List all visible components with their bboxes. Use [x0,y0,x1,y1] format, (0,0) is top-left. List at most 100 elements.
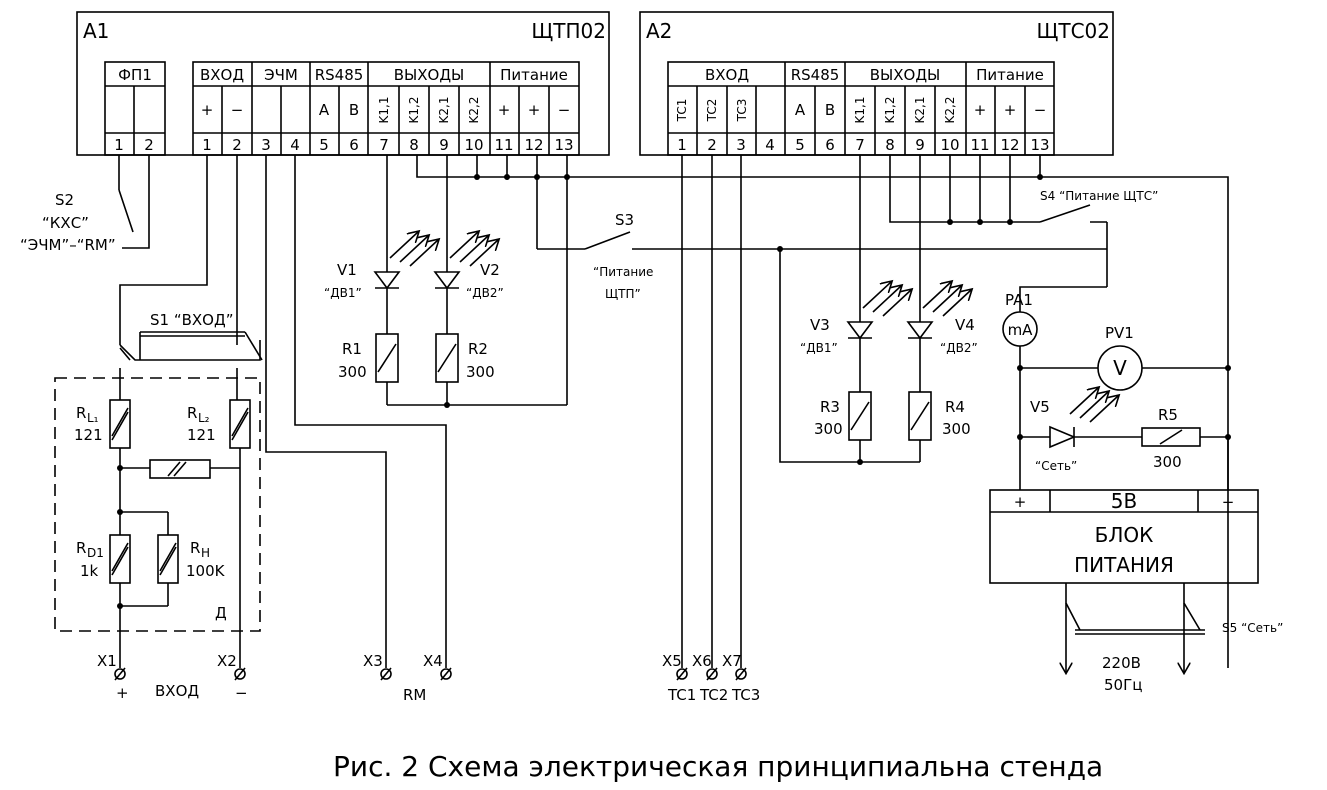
r4-value: 300 [942,420,971,438]
resistor-rl1 [109,399,131,449]
a1-terminal: 2 [144,136,154,154]
a2-signal: K2,1 [913,97,927,124]
a1-terminal: 7 [379,136,389,154]
x1-sign: + [116,684,129,702]
v5-ref: V5 [1030,398,1050,416]
a2-signal: K2,2 [943,97,957,124]
led-v3 [846,282,911,340]
a1-terminal: 5 [319,136,329,154]
a2-terminal: 3 [736,136,746,154]
r2-value: 300 [466,363,495,381]
a1-signal: + [528,101,541,119]
r3-value: 300 [814,420,843,438]
v3-ref: V3 [810,316,830,334]
rl1-ref: R [76,404,86,422]
psu-voltage: 5В [1111,489,1137,513]
resistor-r1 [375,333,399,383]
a1-signal: K2,1 [437,97,451,124]
a2-terminal: 7 [855,136,865,154]
a1-header-pitanie: Питание [500,66,568,84]
resistor-r5 [1141,427,1201,447]
r3-ref: R3 [820,398,840,416]
resistor-r3 [848,391,872,441]
a1-terminal: 3 [261,136,271,154]
r1-value: 300 [338,363,367,381]
a1-signal: A [319,101,330,119]
x4-label: X4 [423,652,443,670]
a2-signal: + [1004,101,1017,119]
rl2-value: 121 [187,426,216,444]
r5-value: 300 [1153,453,1182,471]
a1-terminal: 9 [439,136,449,154]
psu-line1: БЛОК [1095,523,1154,547]
a2-terminal: 12 [1000,136,1019,154]
v4-ref: V4 [955,316,975,334]
a2-terminal: 10 [940,136,959,154]
block-a1-ref: A1 [83,19,109,43]
a2-terminal: 1 [677,136,687,154]
connectors [114,667,747,681]
v2-name: “ДВ2” [466,286,504,300]
resistor-r2 [435,333,459,383]
a1-signal: K1,1 [377,97,391,124]
rl2-ref: R [187,404,197,422]
a2-header-pitanie: Питание [976,66,1044,84]
r2-ref: R2 [468,340,488,358]
a2-terminal: 5 [795,136,805,154]
a1-terminal: 2 [232,136,242,154]
a2-terminal: 11 [970,136,989,154]
v4-name: “ДВ2” [940,341,978,355]
a1-signal: K2,2 [467,97,481,124]
x3-label: X3 [363,652,383,670]
rh-sub: H [201,546,210,560]
a1-terminal: 8 [409,136,419,154]
a2-header-vhod: ВХОД [705,66,749,84]
resistor-r4 [908,391,932,441]
led-v1 [373,232,438,290]
pv1-ref: PV1 [1105,324,1134,342]
ammeter-pa1: mA [1002,311,1038,347]
a1-terminal: 6 [349,136,359,154]
mains-voltage: 220В [1102,654,1141,672]
s5-label: S5 “Сеть” [1222,621,1283,635]
a1-header-echm: ЭЧМ [264,66,298,84]
block-a2-ref: A2 [646,19,672,43]
v2-ref: V2 [480,261,500,279]
block-a2-name: ЩТС02 [1036,19,1110,43]
r4-ref: R4 [945,398,965,416]
a2-signal: K1,2 [883,97,897,124]
a2-signal: TC2 [705,99,719,123]
v3-name: “ДВ1” [800,341,838,355]
a1-signal: + [498,101,511,119]
v5-name: “Сеть” [1035,459,1077,473]
voltmeter-pv1: V [1097,345,1143,391]
psu-minus: − [1222,493,1235,511]
x7-label: X7 [722,652,742,670]
a1-signal: B [349,101,359,119]
a1-terminal: 11 [494,136,513,154]
s4-label: S4 “Питание ЩТС” [1040,189,1158,203]
a2-signal: A [795,101,806,119]
led-v5 [1049,388,1118,449]
v1-ref: V1 [337,261,357,279]
a2-terminal: 9 [915,136,925,154]
a1-header-vhod: ВХОД [200,66,244,84]
a2-terminal: 13 [1030,136,1049,154]
rl1-sub: L₁ [87,411,99,425]
r5-ref: R5 [1158,406,1178,424]
a2-signal: + [974,101,987,119]
s1-label: S1 “ВХОД” [150,311,233,329]
a1-terminal: 12 [524,136,543,154]
rl2-sub: L₂ [198,411,210,425]
power-supply: + 5В − БЛОК ПИТАНИЯ [989,489,1259,584]
x6-label: X6 [692,652,712,670]
a1-terminal: 4 [290,136,300,154]
a2-terminal: 4 [765,136,775,154]
vhod-label: ВХОД [155,682,199,700]
a2-terminal: 8 [885,136,895,154]
a2-header-vyhody: ВЫХОДЫ [870,66,941,84]
s2-label1: “КХС” [42,214,89,232]
tc2-label: TC2 [699,686,728,704]
a2-terminal: 6 [825,136,835,154]
r1-ref: R1 [342,340,362,358]
